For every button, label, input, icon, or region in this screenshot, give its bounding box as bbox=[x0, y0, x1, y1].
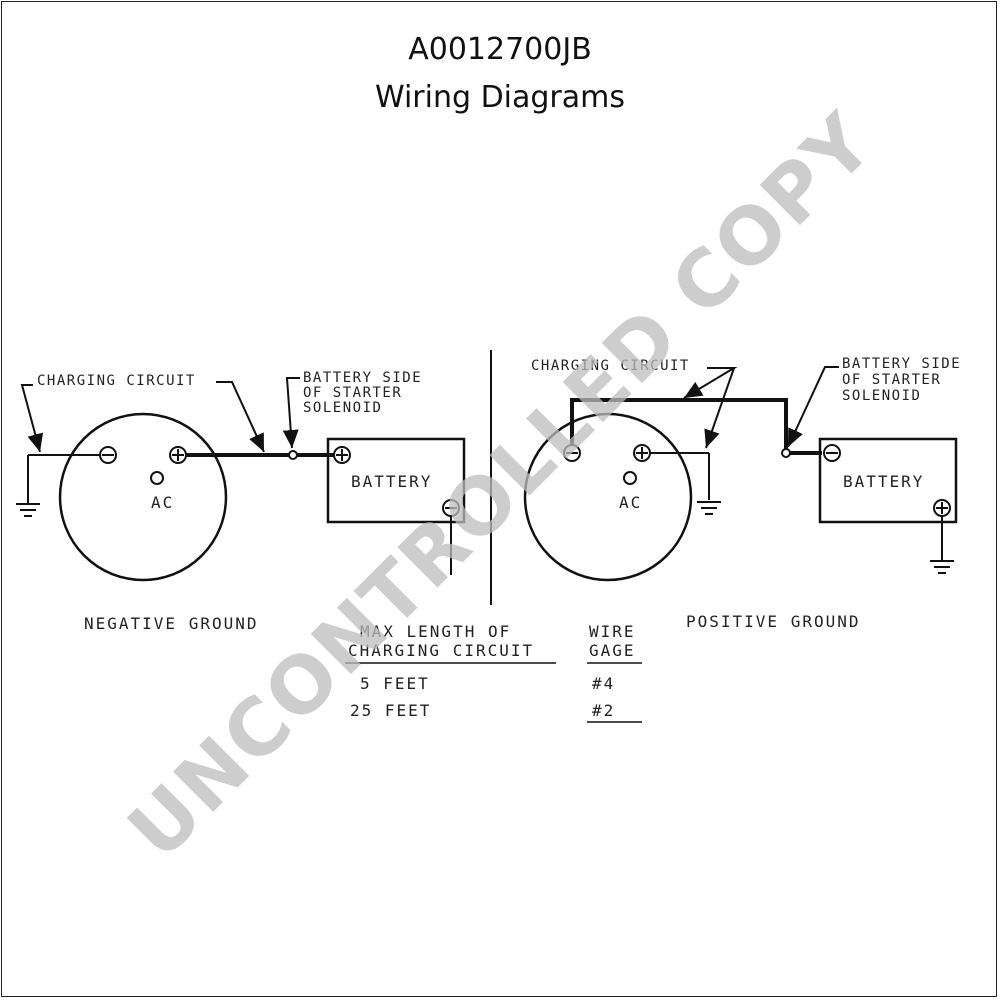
ac-terminal bbox=[150, 471, 164, 485]
battery-positive-terminal bbox=[333, 446, 351, 464]
solenoid-junction bbox=[288, 450, 298, 460]
table-row-2-gage: #2 bbox=[592, 701, 615, 720]
table-row-2-length: 25 FEET bbox=[350, 701, 431, 720]
battery-box bbox=[326, 437, 466, 524]
table-header-length-line2: CHARGING CIRCUIT bbox=[348, 641, 534, 660]
positive-ground-diagram: AC BATTERY bbox=[523, 356, 961, 631]
battery-label: BATTERY bbox=[351, 472, 432, 491]
ground-symbol bbox=[930, 560, 954, 574]
battery-side-label-line1: BATTERY SIDE bbox=[842, 356, 961, 372]
charging-wire bbox=[570, 398, 822, 455]
battery-side-label-line2: OF STARTER bbox=[303, 385, 402, 401]
battery-side-label-line3: SOLENOID bbox=[842, 388, 921, 404]
ac-terminal bbox=[623, 471, 637, 485]
table-row-1-gage: #4 bbox=[592, 674, 615, 693]
ground-symbol bbox=[16, 503, 40, 517]
page-subtitle: Wiring Diagrams bbox=[374, 80, 626, 115]
battery-label: BATTERY bbox=[843, 472, 924, 491]
table-header-gage-line1: WIRE bbox=[589, 622, 636, 641]
alternator-label: AC bbox=[619, 493, 642, 512]
alternator-positive-terminal bbox=[633, 444, 651, 462]
page-title: A0012700JB bbox=[408, 32, 592, 67]
battery-positive-terminal bbox=[933, 499, 951, 517]
alternator-positive-terminal bbox=[169, 446, 187, 464]
charging-circuit-label: CHARGING CIRCUIT bbox=[37, 373, 196, 389]
positive-ground-caption: POSITIVE GROUND bbox=[686, 612, 861, 631]
negative-ground-diagram: AC BATTERY bbox=[16, 370, 466, 633]
alternator-circle bbox=[523, 412, 693, 582]
negative-ground-caption: NEGATIVE GROUND bbox=[84, 614, 259, 633]
charging-circuit-label: CHARGING CIRCUIT bbox=[531, 358, 690, 374]
battery-box bbox=[818, 437, 958, 524]
table-row-1-length: 5 FEET bbox=[360, 674, 430, 693]
alternator-circle bbox=[58, 412, 228, 582]
battery-side-label-line3: SOLENOID bbox=[303, 400, 382, 416]
ground-symbol bbox=[697, 501, 721, 515]
alternator-negative-terminal bbox=[99, 446, 117, 464]
battery-side-label-line1: BATTERY SIDE bbox=[303, 370, 422, 386]
wire-gage-table: MAX LENGTH OF CHARGING CIRCUIT WIRE GAGE… bbox=[345, 622, 642, 723]
watermark: UNCONTROLLED COPY bbox=[112, 97, 892, 877]
battery-side-label-line2: OF STARTER bbox=[842, 372, 941, 388]
table-header-length-line1: MAX LENGTH OF bbox=[360, 622, 511, 641]
solenoid-junction bbox=[781, 448, 791, 458]
battery-negative-terminal bbox=[823, 444, 841, 462]
alternator-label: AC bbox=[151, 493, 174, 512]
table-header-gage-line2: GAGE bbox=[589, 641, 636, 660]
